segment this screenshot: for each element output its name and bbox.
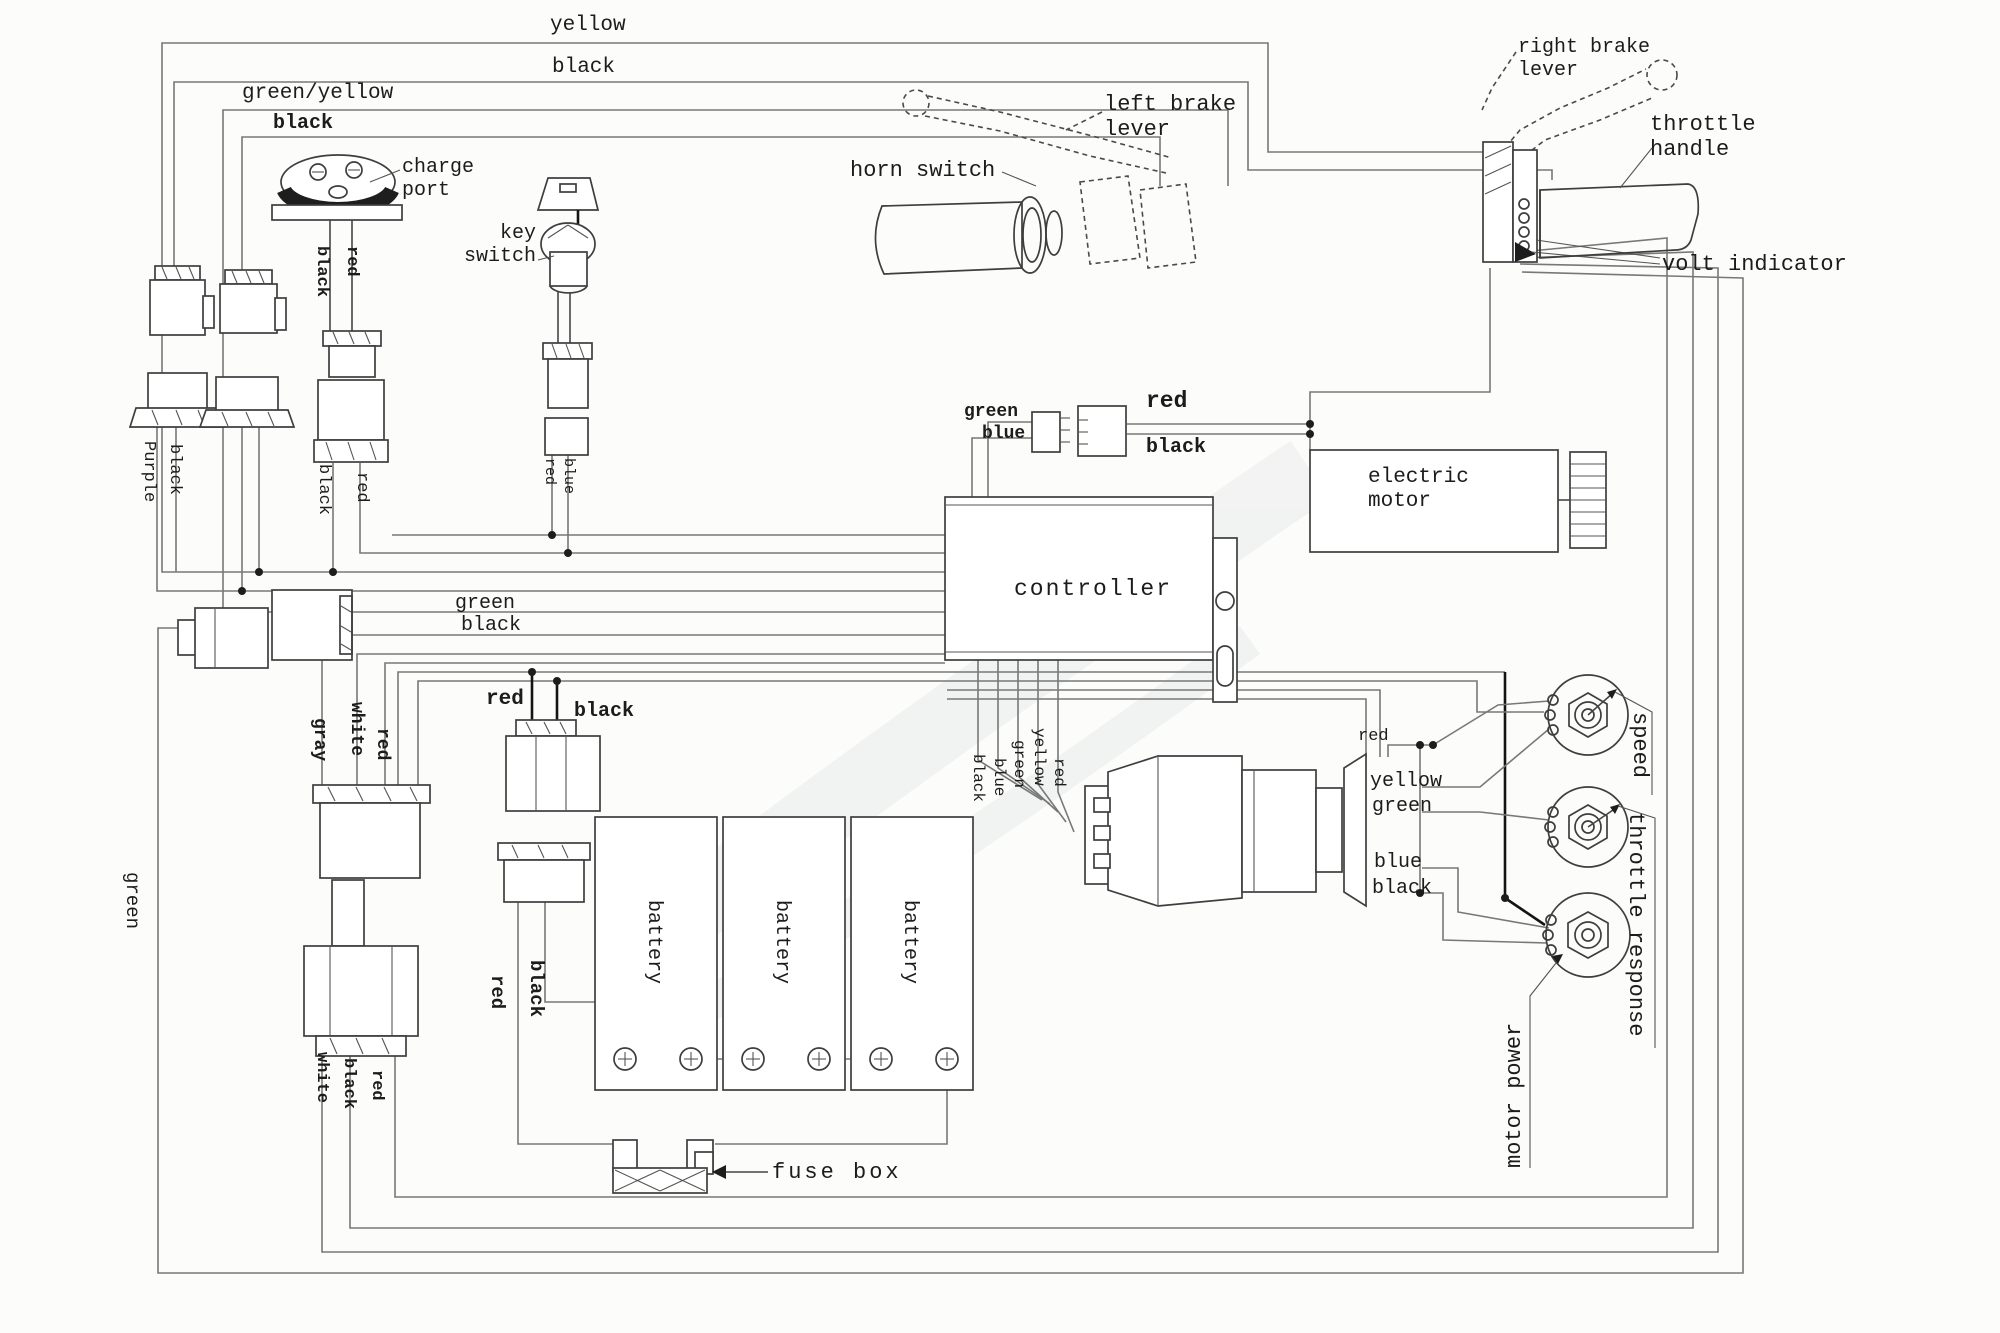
main-connector-pair [1084,752,1367,908]
wire-label-ctrl-green: green [1010,740,1028,789]
wire-label-ctrl-yellow: yellow [1030,728,1048,786]
battery-3 [850,816,974,1091]
wire-label-charge-black: black [312,246,331,298]
wire-label-block-red: red [1358,727,1389,746]
wire-label-charge-red: red [342,246,361,277]
motor-power-connector [1529,892,1631,1168]
motor-power-label: motor power [1502,1022,1527,1168]
wire-label-white-red: red [372,728,392,761]
key-switch-label: key switch [463,222,536,268]
wire-label-purple: Purple [139,441,158,503]
wire-label-block-black: black [1372,877,1433,900]
left-connector-2 [198,269,296,428]
wire-label-mid-green: green [455,592,516,615]
charge-port-symbol [271,154,403,331]
volt-indicator-symbol [1482,141,1661,265]
wire-label-block-green: green [1372,795,1433,818]
wire-label-bottom-white: white [312,1052,331,1104]
left-brake-lever-symbol [902,89,1197,269]
electric-motor-label: electric motor [1368,466,1469,514]
battery-connector [497,719,601,903]
wire-label-ctrl-blue: blue [990,758,1008,797]
wire-label-mid-black: black [461,614,522,637]
battery-1 [594,816,718,1091]
controller-box [944,496,1238,703]
fuse-box-label: fuse box [772,1160,902,1185]
right-brake-lever-label: right brake lever [1518,36,1651,82]
wire-label-yellow: yellow [550,14,626,37]
mid-connector-cluster [177,589,353,669]
wire-label-battconn-black: black [574,700,635,723]
wire-label-bottom-red: red [367,1070,386,1101]
wire-label-motor-blue: blue [982,424,1026,444]
wire-label-conn1-black: black [165,444,184,496]
wire-label-key-red: red [541,458,558,486]
wire-label-ctrl-black: black [969,754,987,803]
wire-label-battconn-red: red [486,688,524,711]
wire-label-left-green: green [121,872,143,930]
wire-label-motor-red: red [1146,388,1188,414]
wire-label-charge-lower-red: red [352,472,371,503]
throttle-handle-label: throttle handle [1650,112,1756,163]
speed-label: speed [1627,712,1652,779]
key-switch-symbol [536,177,600,456]
leader-lines [369,169,555,261]
battery-2-label: battery [770,900,793,985]
charge-port-connectors [313,330,389,463]
charge-port-label: charge port [402,156,475,202]
wire-label-motor-green: green [964,402,1019,422]
wire-label-bottom-black: black [339,1058,358,1110]
wire-label-green-yellow: green/yellow [242,82,394,105]
wire-label-black: black [552,56,616,79]
wire-label-black-2: black [273,112,334,135]
speed-connector [1544,674,1653,795]
throttle-response-connector [1544,786,1656,1048]
electric-motor-box [1309,449,1607,553]
horn-switch-symbol [874,171,1063,275]
wire-label-gray: gray [309,718,329,762]
wire-label-white: white [346,702,366,757]
junction-dots [238,420,1509,902]
wire-label-battdrop-black: black [525,960,547,1018]
throttle-response-label: throttle response [1623,812,1648,1037]
battery-2 [722,816,846,1091]
fuse-box-symbol [612,1139,768,1194]
wire-label-ctrl-red: red [1050,758,1068,787]
wire-label-key-blue: blue [560,458,577,495]
wire-label-battdrop-red: red [486,975,508,1010]
left-brake-lever-label: left brake lever [1104,92,1237,143]
volt-indicator-label: volt indicator [1662,252,1847,277]
motor-connector-pair [1031,405,1127,457]
wires [156,42,1744,1274]
controller-label: controller [1014,576,1173,602]
wire-label-block-yellow: yellow [1370,770,1443,793]
throttle-handle-symbol [1539,147,1700,259]
wire-label-charge-lower-black: black [314,464,333,516]
battery-3-label: battery [898,900,921,985]
wire-label-block-blue: blue [1374,851,1423,874]
wire-label-motor-black: black [1146,436,1207,459]
main-harness-connector [303,784,431,1057]
battery-1-label: battery [642,900,665,985]
horn-switch-label: horn switch [850,158,996,183]
left-connector-1 [128,265,226,428]
